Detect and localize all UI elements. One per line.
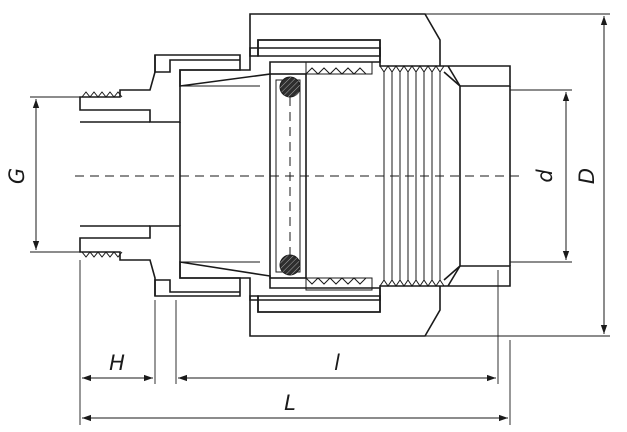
male-thread-top	[81, 91, 123, 98]
label-D: D	[575, 168, 599, 184]
label-L: L	[284, 391, 296, 415]
fitting-body	[79, 47, 381, 301]
label-l: l	[334, 351, 340, 375]
body-bore	[80, 121, 181, 227]
male-thread-bottom	[81, 251, 123, 258]
clamp-ring-inner-top	[305, 61, 373, 75]
grip-teeth-top	[305, 67, 367, 75]
body-lower-wall	[79, 225, 241, 297]
body-cavity	[180, 85, 260, 263]
nut-cone	[443, 71, 461, 281]
o-ring-bottom-hatch	[280, 255, 300, 275]
grip-teeth-bottom	[305, 277, 367, 285]
label-H: H	[109, 351, 125, 375]
flange-detail-top	[154, 55, 240, 73]
nut-top	[249, 13, 511, 87]
label-d: d	[533, 169, 557, 183]
dimension-lines	[32, 16, 608, 422]
extension-lines	[30, 13, 610, 425]
o-ring-top-hatch	[280, 77, 300, 97]
body-upper-wall	[79, 54, 241, 123]
nut-thread-top	[379, 65, 445, 73]
flange-detail-bottom	[154, 279, 240, 296]
clamp-ring-bottom	[257, 295, 381, 313]
nut-thread-bottom	[379, 279, 445, 287]
nut-bottom	[249, 265, 511, 337]
label-G: G	[5, 168, 29, 184]
clamp-ring-inner-bottom	[305, 277, 373, 291]
